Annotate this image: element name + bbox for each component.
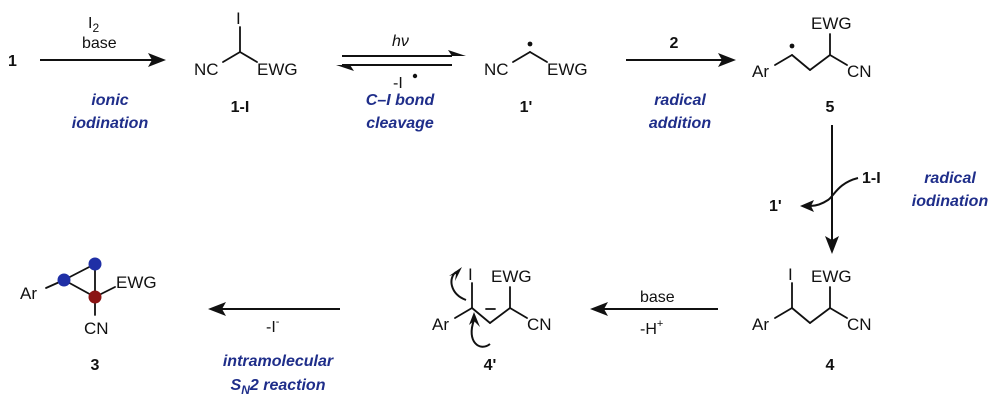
atom-ewg: EWG (257, 60, 298, 79)
compound-label-1: 1 (8, 53, 17, 70)
radical-dot-icon (789, 43, 795, 49)
atom-iodine: I (236, 9, 241, 28)
structure-1-prime: NC EWG (484, 41, 588, 79)
note-ionic: ionic (91, 92, 128, 109)
radical-dot-icon (412, 73, 418, 79)
atom-ewg: EWG (547, 60, 588, 79)
reagent-minus-iodide: -I- (266, 316, 280, 336)
note-radical: radical (654, 92, 706, 109)
arrow-sn2 (208, 302, 340, 316)
note-intramolecular: intramolecular (223, 353, 334, 370)
curved-arrow-iodine-transfer (800, 177, 859, 212)
reagent-base: base (82, 35, 117, 52)
atom-ewg: EWG (811, 14, 852, 33)
compound-label-5: 5 (826, 99, 835, 116)
atom-iodine: I (468, 265, 473, 284)
structure-4-prime: I Ar EWG CN (432, 265, 552, 334)
atom-ar: Ar (752, 62, 769, 81)
arrow-radical-addition (626, 53, 736, 67)
atom-ar: Ar (752, 315, 769, 334)
note-iodination: iodination (72, 115, 149, 132)
condition-minus-iodine-radical: -I (393, 75, 403, 92)
note-cleavage-2: cleavage (366, 115, 434, 132)
atom-cn: CN (527, 315, 552, 334)
product-1-prime: 1' (769, 198, 782, 215)
compound-label-1-prime: 1' (520, 99, 533, 116)
equilibrium-arrows (336, 50, 466, 71)
atom-cn: CN (847, 315, 872, 334)
curved-arrow-leaving-iodide (449, 267, 467, 301)
condition-light: hν (392, 33, 409, 50)
arrow-iodination (40, 53, 166, 67)
arrow-radical-iodination (825, 125, 839, 254)
note-radical-2: radical (924, 170, 976, 187)
compound-label-4: 4 (826, 357, 835, 374)
atom-ar: Ar (432, 315, 449, 334)
blue-atom-marker-icon (88, 257, 102, 271)
atom-cn: CN (847, 62, 872, 81)
structure-4: I Ar EWG CN (752, 265, 872, 334)
note-addition: addition (649, 115, 711, 132)
compound-label-4-prime: 4' (484, 357, 497, 374)
note-sn2-reaction: SN2 reaction (231, 377, 326, 397)
atom-ewg: EWG (116, 273, 157, 292)
compound-label-1-I: 1-I (231, 99, 250, 116)
atom-nc: NC (194, 60, 219, 79)
blue-atom-marker-icon (57, 273, 71, 287)
structure-3: Ar EWG CN (20, 257, 157, 338)
curved-arrow-ring-closure (469, 312, 491, 348)
structure-5: Ar EWG CN (752, 14, 872, 81)
reagent-base-2: base (640, 289, 675, 306)
reagent-iodine: I2 (88, 15, 99, 35)
red-atom-marker-icon (88, 290, 102, 304)
atom-nc: NC (484, 60, 509, 79)
atom-cn: CN (84, 319, 109, 338)
radical-dot-icon (527, 41, 533, 47)
atom-ar: Ar (20, 284, 37, 303)
note-cleavage-1: C–I bond (366, 92, 436, 109)
reagent-2: 2 (670, 35, 679, 52)
reagent-minus-proton: -H+ (640, 318, 663, 338)
compound-label-3: 3 (91, 357, 100, 374)
note-iodination-2: iodination (912, 193, 989, 210)
atom-ewg: EWG (491, 267, 532, 286)
arrow-deprotonation (590, 302, 718, 316)
atom-ewg: EWG (811, 267, 852, 286)
structure-1-I: I NC EWG (194, 9, 298, 79)
atom-iodine: I (788, 265, 793, 284)
reagent-1-I: 1-I (862, 170, 881, 187)
